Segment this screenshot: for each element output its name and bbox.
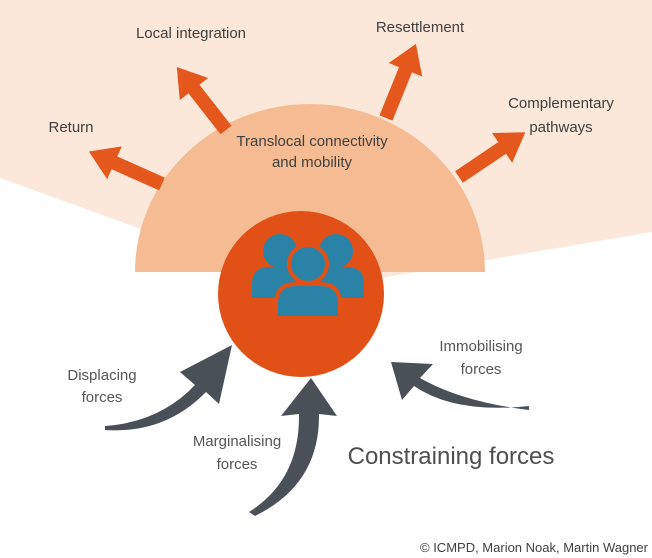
copyright-notice: © ICMPD, Marion Noak, Martin Wagner xyxy=(420,540,649,555)
complementary-pathways-label-line-2: pathways xyxy=(529,119,592,136)
semicircle-label: Translocal connectivity and mobility xyxy=(236,133,388,171)
displacing-forces-arrow xyxy=(105,345,232,431)
people-group-icon xyxy=(252,234,364,320)
displacing-forces-label-line-1: Displacing xyxy=(67,367,136,384)
immobilising-forces-arrow xyxy=(391,362,529,410)
return-arrow xyxy=(88,146,165,191)
immobilising-forces-label-line-1: Immobilising xyxy=(439,338,522,355)
local-integration-label: Local integration xyxy=(136,25,246,42)
marginalising-forces-label-line-2: forces xyxy=(217,456,258,473)
constraining-forces-title: Constraining forces xyxy=(348,443,555,470)
marginalising-forces-label-line-1: Marginalising xyxy=(193,433,281,450)
return-label: Return xyxy=(48,119,93,136)
complementary-pathways-arrow xyxy=(455,132,526,183)
outcome-labels: Return Local integration Resettlement Co… xyxy=(48,19,614,136)
resettlement-arrow xyxy=(379,43,423,121)
displacing-forces-label-line-2: forces xyxy=(82,389,123,406)
immobilising-forces-label-line-2: forces xyxy=(461,361,502,378)
local-integration-arrow xyxy=(176,66,232,135)
semicircle-label-line-1: Translocal connectivity xyxy=(236,133,388,150)
marginalising-forces-arrow xyxy=(249,378,337,516)
complementary-pathways-label-line-1: Complementary xyxy=(508,95,614,112)
outward-arrows xyxy=(88,43,526,191)
inward-arrows xyxy=(105,345,529,516)
resettlement-label: Resettlement xyxy=(376,19,465,36)
semicircle-label-line-2: and mobility xyxy=(272,154,353,171)
translocal-semicircle xyxy=(135,104,485,272)
force-labels: Displacing forces Marginalising forces I… xyxy=(67,338,522,473)
